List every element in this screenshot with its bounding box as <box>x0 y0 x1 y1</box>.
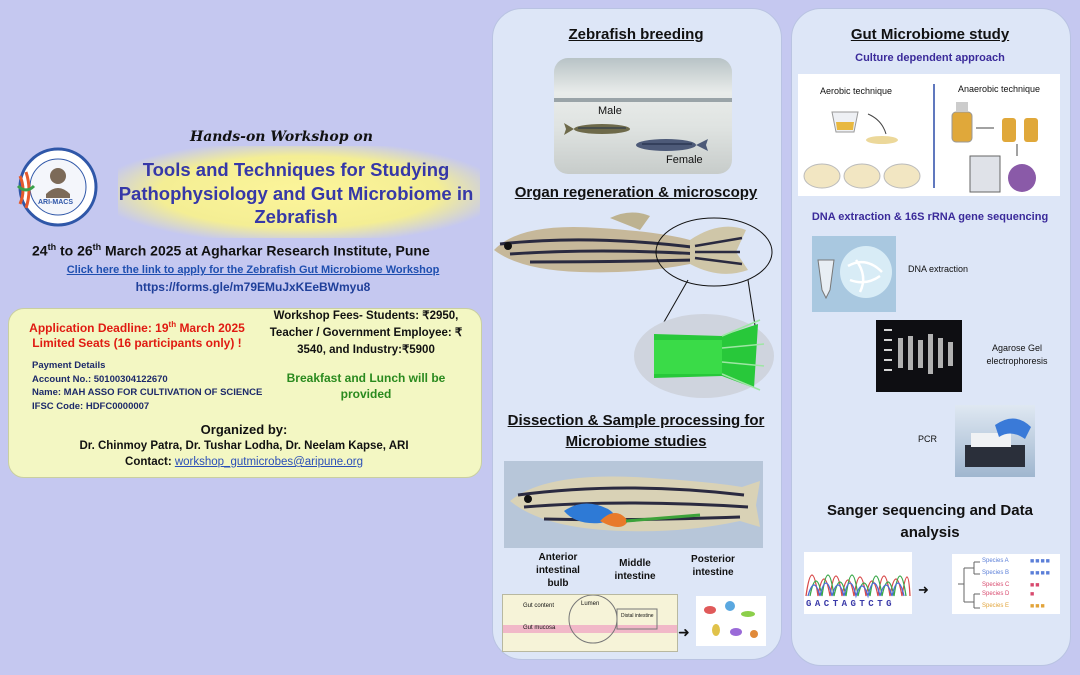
female-label: Female <box>666 154 703 166</box>
contact-label: Contact: <box>125 456 172 468</box>
distal-label: Distal intestine <box>621 613 654 619</box>
dna-extraction-image <box>812 236 896 312</box>
middle-line-1: Middle <box>619 558 651 569</box>
agarose-label: Agarose Gel electrophoresis <box>986 343 1048 366</box>
phylogeny-image: Species A Species B Species C Species D … <box>952 554 1060 614</box>
account-number: Account No.: 50100304122670 <box>32 374 168 385</box>
meals-info: Breakfast and Lunch will be provided <box>286 371 446 401</box>
regen-title: Organ regeneration & microscopy <box>514 184 758 201</box>
date-end-suffix: th <box>92 242 102 252</box>
contact-email[interactable]: workshop_gutmicrobes@aripune.org <box>174 456 363 468</box>
date-start: 24 <box>32 242 48 259</box>
workshop-fees: Workshop Fees- Students: ₹2950, Teacher … <box>269 310 463 356</box>
gut-mucosa-label: Gut mucosa <box>523 625 556 631</box>
dissection-title-line-1: Dissection & Sample processing for <box>507 412 765 429</box>
posterior-line-2: intestine <box>692 567 734 578</box>
deadline: Application Deadline: 19th March 2025 <box>14 320 260 335</box>
female-fish-image <box>636 139 708 151</box>
deadline-suffix: th <box>168 320 177 329</box>
species-e: Species E <box>982 603 1010 609</box>
title-line-3: Zebrafish <box>254 206 338 227</box>
dissection-photo <box>504 461 763 548</box>
species-d: Species D <box>982 591 1010 597</box>
gut-diagram: Gut content Gut mucosa Lumen Distal inte… <box>502 594 678 652</box>
title-glow <box>118 146 480 238</box>
organizers: Dr. Chinmoy Patra, Dr. Tushar Lodha, Dr.… <box>79 440 409 452</box>
deadline-text: Application Deadline: 19 <box>29 321 169 335</box>
lumen-label: Lumen <box>581 601 600 607</box>
gut-content-label: Gut content <box>523 603 555 609</box>
logo-text: ARI-MACS <box>38 199 73 206</box>
breeding-photo <box>554 58 732 174</box>
dissection-title: Dissection & Sample processing for Micro… <box>492 410 780 452</box>
species-dots-d: ■ <box>1030 591 1036 598</box>
pcr-image <box>955 405 1035 477</box>
middle-line-2: intestine <box>614 571 656 582</box>
form-url[interactable]: https://forms.gle/m79EMuJxKEeBWmyu8 <box>135 280 371 294</box>
pcr-label: PCR <box>918 434 938 444</box>
agarose-gel-image <box>876 320 962 392</box>
logo: ARI-MACS <box>12 146 98 228</box>
dissection-title-line-2: Microbiome studies <box>565 433 707 450</box>
date-end: to 26 <box>59 242 93 259</box>
breeding-title: Zebrafish breeding <box>568 26 704 43</box>
anterior-line-2: intestinal <box>536 565 580 576</box>
ifsc-code: IFSC Code: HDFC0000007 <box>32 401 150 412</box>
microbes-image <box>696 596 766 646</box>
posterior-line-1: Posterior <box>691 554 735 565</box>
sanger-title-line-2: analysis <box>900 524 960 541</box>
arrow-right-icon-2: ➜ <box>918 582 929 597</box>
arrow-right-icon: ➜ <box>678 624 690 640</box>
payment-title: Payment Details <box>32 360 106 371</box>
species-dots-a: ■■■■ <box>1030 558 1051 565</box>
culture-subtitle: Culture dependent approach <box>855 52 1005 64</box>
contact: Contact: workshop_gutmicrobes@aripune.or… <box>14 456 474 468</box>
apply-link[interactable]: Click here the link to apply for the Zeb… <box>66 264 440 276</box>
sanger-title-line-1: Sanger sequencing and Data <box>827 502 1033 519</box>
culture-figure: Aerobic technique Anaerobic technique <box>798 74 1060 196</box>
account-name: Name: MAH ASSO FOR CULTIVATION OF SCIENC… <box>32 387 263 398</box>
aerobic-label: Aerobic technique <box>820 86 893 96</box>
date-venue: March 2025 at Agharkar Research Institut… <box>105 242 430 259</box>
anterior-label: Anterior intestinal bulb <box>526 551 590 590</box>
limited-seats: Limited Seats (16 participants only) ! <box>32 336 242 350</box>
chromatogram-image: GACTAGTCTG <box>804 552 912 614</box>
male-label: Male <box>598 105 622 117</box>
title-line-1: Tools and Techniques for Studying <box>142 159 450 180</box>
title-line-2: Pathophysiology and Gut Microbiome in <box>118 182 474 204</box>
zebrafish-illustration <box>494 212 774 398</box>
deadline-month: March 2025 <box>179 321 245 335</box>
workshop-title: Tools and Techniques for Studying Pathop… <box>108 158 484 229</box>
sequence-text: GACTAGTCTG <box>806 599 896 609</box>
dna-title: DNA extraction & 16S rRNA gene sequencin… <box>811 211 1049 223</box>
date-start-suffix: th <box>47 242 57 252</box>
species-dots-e: ■■■ <box>1030 603 1046 610</box>
middle-label: Middle intestine <box>602 557 668 583</box>
microbiome-title: Gut Microbiome study <box>850 26 1010 43</box>
workshop-kicker: Hands-on Workshop on <box>190 129 373 145</box>
dna-extraction-label: DNA extraction <box>908 264 969 274</box>
species-b: Species B <box>982 570 1010 576</box>
workshop-dates: 24th to 26th March 2025 at Agharkar Rese… <box>32 242 430 259</box>
species-dots-b: ■■■■ <box>1030 570 1051 577</box>
male-fish-image <box>564 123 630 135</box>
info-box <box>8 308 482 478</box>
species-dots-c: ■■ <box>1030 582 1041 589</box>
species-a: Species A <box>982 558 1009 564</box>
anterior-line-3: bulb <box>547 578 569 589</box>
organized-by: Organized by: <box>200 422 288 437</box>
sanger-title: Sanger sequencing and Data analysis <box>791 500 1069 544</box>
posterior-label: Posterior intestine <box>678 553 748 579</box>
anterior-line-1: Anterior <box>538 552 578 563</box>
species-c: Species C <box>982 582 1010 588</box>
anaerobic-label: Anaerobic technique <box>958 84 1041 94</box>
